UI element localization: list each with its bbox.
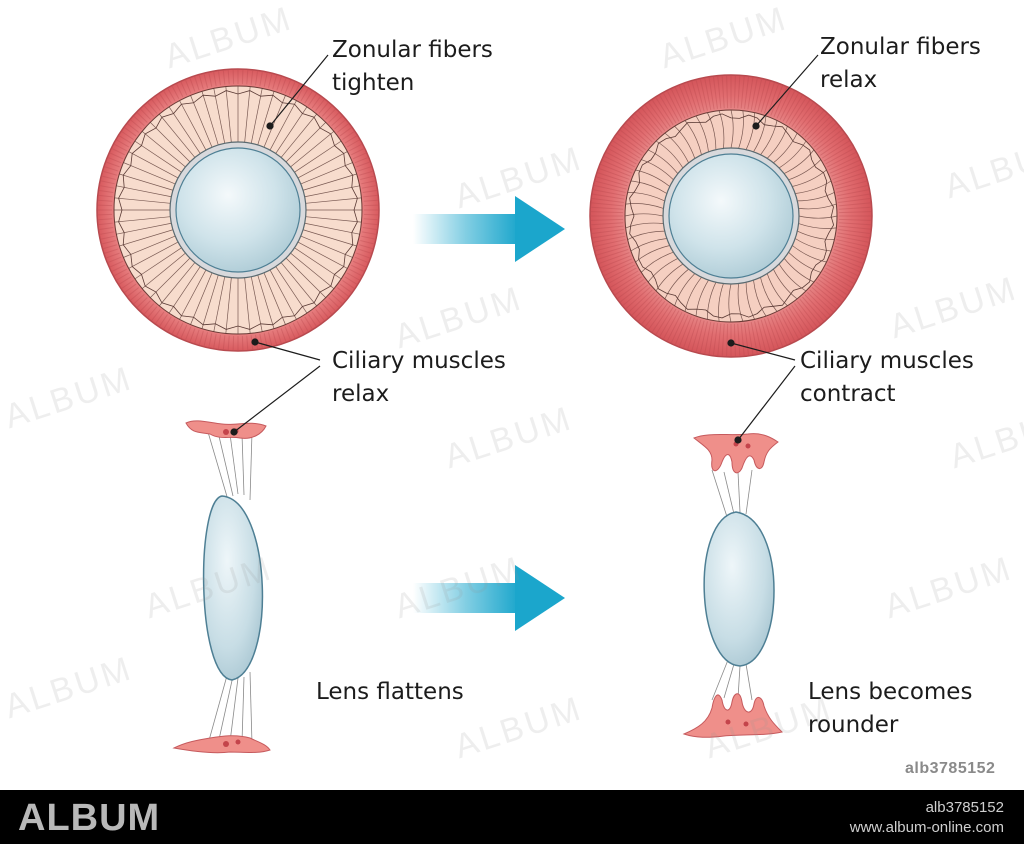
accommodation-diagram: Zonular fibers tighten Zonular fibers re… [0, 0, 1024, 777]
label-lens-rounder-line2: rounder [808, 712, 899, 738]
leader-ciliary-relax [230, 338, 321, 436]
image-code: alb3785152 [905, 760, 996, 777]
label-zonular-relax-line2: relax [820, 67, 878, 93]
label-ciliary-relax-line1: Ciliary muscles [332, 348, 506, 374]
lens-front-right [668, 153, 794, 279]
lens-side-view-flat [172, 420, 271, 754]
brand-logo[interactable]: ALBUM [18, 797, 161, 839]
footer-image-code: alb3785152 [925, 799, 1004, 816]
label-ciliary-contract-line2: contract [800, 381, 896, 407]
leader-zonular-tighten [266, 54, 329, 130]
eye-relaxed-front-view [96, 68, 380, 352]
leader-zonular-relax [752, 54, 819, 130]
footer-website-link[interactable]: www.album-online.com [849, 819, 1004, 836]
arrow-bottom [413, 565, 565, 631]
footer-bar: ALBUM alb3785152 www.album-online.com [0, 790, 1024, 844]
leader-ciliary-contract [727, 339, 796, 444]
label-zonular-relax: Zonular fibers relax [820, 31, 981, 97]
label-lens-flattens: Lens flattens [316, 679, 464, 705]
label-lens-rounder-line1: Lens becomes [808, 679, 973, 705]
zonular-fibers-slack [624, 109, 838, 323]
arrow-top [413, 196, 565, 262]
label-ciliary-contract: Ciliary muscles contract [800, 345, 974, 411]
label-lens-rounder: Lens becomes rounder [808, 676, 972, 742]
label-ciliary-relax-line2: relax [332, 381, 390, 407]
label-ciliary-contract-line1: Ciliary muscles [800, 348, 974, 374]
label-zonular-tighten-line2: tighten [332, 70, 415, 96]
zonular-fibers-taut [114, 86, 362, 334]
lens-side-view-round [682, 433, 783, 738]
label-zonular-tighten-line1: Zonular fibers [332, 37, 493, 63]
ciliary-muscle-texture [98, 70, 378, 350]
lens-front-left [175, 147, 301, 273]
label-zonular-tighten: Zonular fibers tighten [332, 34, 493, 100]
ciliary-muscle-texture-contracted [591, 76, 871, 356]
label-ciliary-relax: Ciliary muscles relax [332, 345, 506, 411]
eye-accommodated-front-view [589, 74, 873, 358]
label-zonular-relax-line1: Zonular fibers [820, 34, 981, 60]
